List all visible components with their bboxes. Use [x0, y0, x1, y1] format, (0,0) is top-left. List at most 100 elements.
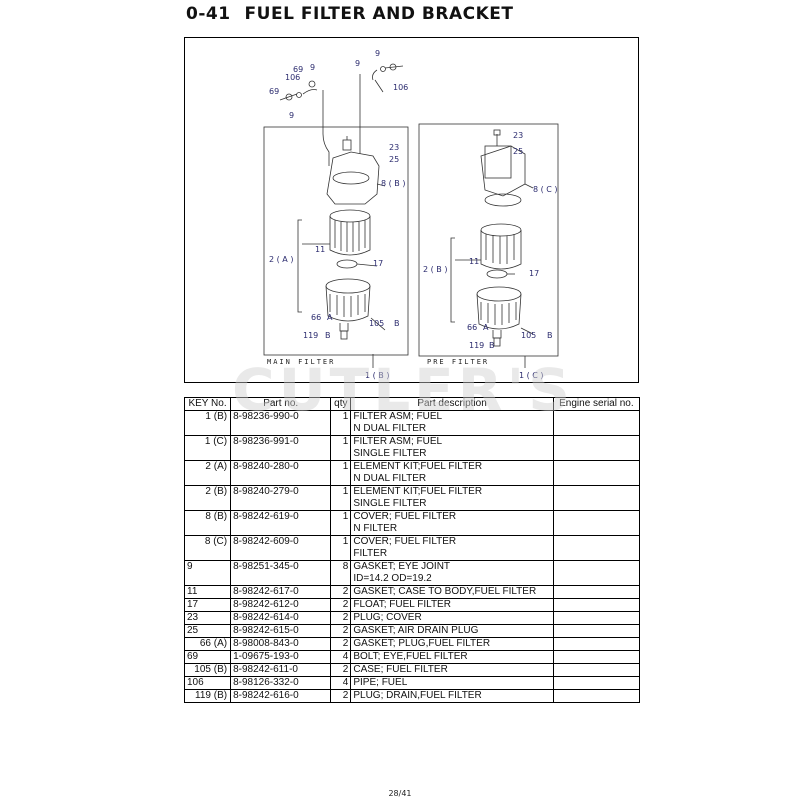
- callout: 2 ( A ): [269, 255, 293, 264]
- description-line: ELEMENT KIT;FUEL FILTER: [353, 486, 483, 498]
- description-cell: FILTER ASM; FUEL SINGLE FILTER: [350, 435, 554, 461]
- quantity-cell: 1: [330, 435, 352, 461]
- column-header-description: Part description: [350, 397, 554, 411]
- description-line: SINGLE FILTER: [353, 498, 427, 509]
- quantity-cell: 2: [330, 689, 352, 703]
- callout: 2 ( B ): [423, 265, 447, 274]
- callout: 17: [373, 259, 383, 268]
- description-line: ELEMENT KIT;FUEL FILTER: [353, 461, 483, 473]
- engine-serial-cell: [552, 676, 641, 690]
- callout: B: [489, 341, 495, 350]
- key-number-cell: 23: [183, 611, 232, 625]
- callout: 11: [469, 257, 479, 266]
- quantity-cell: 2: [330, 598, 352, 612]
- engine-serial-cell: [552, 585, 641, 599]
- description-line: PLUG; DRAIN,FUEL FILTER: [353, 690, 482, 702]
- part-number-cell: 8-98242-611-0: [230, 663, 332, 677]
- description-line: GASKET; CASE TO BODY,FUEL FILTER: [353, 586, 537, 598]
- callout: 23: [513, 131, 523, 140]
- part-number-cell: 8-98242-615-0: [230, 624, 332, 638]
- key-number-cell: 69: [183, 650, 232, 664]
- quantity-cell: 1: [330, 460, 352, 486]
- exploded-view-drawing: 69 9 106 9 69 9 106 9 23 25 8 ( B ) 11 2…: [263, 49, 559, 380]
- engine-serial-cell: [552, 485, 641, 511]
- part-number-cell: 8-98242-619-0: [230, 510, 332, 536]
- key-number-cell: 1 (B): [183, 410, 232, 436]
- callout: 11: [315, 245, 325, 254]
- key-number-cell: 8 (C): [183, 535, 232, 561]
- part-number-cell: 8-98240-280-0: [230, 460, 332, 486]
- callout: 69: [269, 87, 279, 96]
- part-number-cell: 1-09675-193-0: [230, 650, 332, 664]
- callout: 25: [389, 155, 399, 164]
- engine-serial-cell: [552, 510, 641, 536]
- description-cell: ELEMENT KIT;FUEL FILTER SINGLE FILTER: [350, 485, 554, 511]
- description-line: GASKET; EYE JOINT: [353, 561, 451, 573]
- quantity-cell: 1: [330, 410, 352, 436]
- callout: 66: [467, 323, 477, 332]
- callout: 119: [303, 331, 318, 340]
- description-cell: GASKET; CASE TO BODY,FUEL FILTER: [350, 585, 554, 599]
- part-number-cell: 8-98242-612-0: [230, 598, 332, 612]
- description-line: FILTER ASM; FUEL: [353, 411, 443, 423]
- page-number: 28/41: [388, 789, 412, 798]
- engine-serial-cell: [552, 663, 641, 677]
- callout: 69: [293, 65, 303, 74]
- column-header-engine-serial: Engine serial no.: [552, 397, 641, 411]
- callout: 9: [355, 59, 360, 68]
- engine-serial-cell: [552, 611, 641, 625]
- callout: A: [483, 323, 489, 332]
- main-filter-caption: MAIN FILTER: [267, 358, 335, 366]
- description-cell: CASE; FUEL FILTER: [350, 663, 554, 677]
- key-number-cell: 106: [183, 676, 232, 690]
- callout: 8 ( C ): [533, 185, 558, 194]
- part-number-cell: 8-98242-614-0: [230, 611, 332, 625]
- callout: 105: [521, 331, 536, 340]
- quantity-cell: 4: [330, 676, 352, 690]
- description-line: BOLT; EYE,FUEL FILTER: [353, 651, 468, 663]
- key-number-cell: 66 (A): [183, 637, 232, 651]
- callout: 9: [289, 111, 294, 120]
- column-header-qty: qty: [330, 397, 352, 411]
- description-line: FLOAT; FUEL FILTER: [353, 599, 451, 611]
- engine-serial-cell: [552, 637, 641, 651]
- quantity-cell: 4: [330, 650, 352, 664]
- key-number-cell: 105 (B): [183, 663, 232, 677]
- key-number-cell: 11: [183, 585, 232, 599]
- callout: 23: [389, 143, 399, 152]
- engine-serial-cell: [552, 435, 641, 461]
- engine-serial-cell: [552, 410, 641, 436]
- quantity-cell: 2: [330, 585, 352, 599]
- key-number-cell: 17: [183, 598, 232, 612]
- key-number-cell: 119 (B): [183, 689, 232, 703]
- quantity-cell: 1: [330, 485, 352, 511]
- description-line: FILTER: [353, 548, 388, 559]
- description-line: N FILTER: [353, 523, 398, 534]
- key-number-cell: 25: [183, 624, 232, 638]
- engine-serial-cell: [552, 689, 641, 703]
- description-line: PLUG; COVER: [353, 612, 422, 624]
- description-line: CASE; FUEL FILTER: [353, 664, 448, 676]
- callout: 9: [310, 63, 315, 72]
- callout: 17: [529, 269, 539, 278]
- quantity-cell: 2: [330, 637, 352, 651]
- callout: 25: [513, 147, 523, 156]
- engine-serial-cell: [552, 535, 641, 561]
- pre-filter-caption: PRE FILTER: [427, 358, 489, 366]
- table-header-row: KEY No. Part no. qty Part description En…: [183, 397, 641, 411]
- pre-filter-reference: 1 ( C ): [519, 371, 544, 380]
- quantity-cell: 2: [330, 624, 352, 638]
- description-line: GASKET; AIR DRAIN PLUG: [353, 625, 479, 637]
- part-number-cell: 8-98242-616-0: [230, 689, 332, 703]
- part-number-cell: 8-98236-990-0: [230, 410, 332, 436]
- description-cell: PIPE; FUEL: [350, 676, 554, 690]
- description-line: SINGLE FILTER: [353, 448, 427, 459]
